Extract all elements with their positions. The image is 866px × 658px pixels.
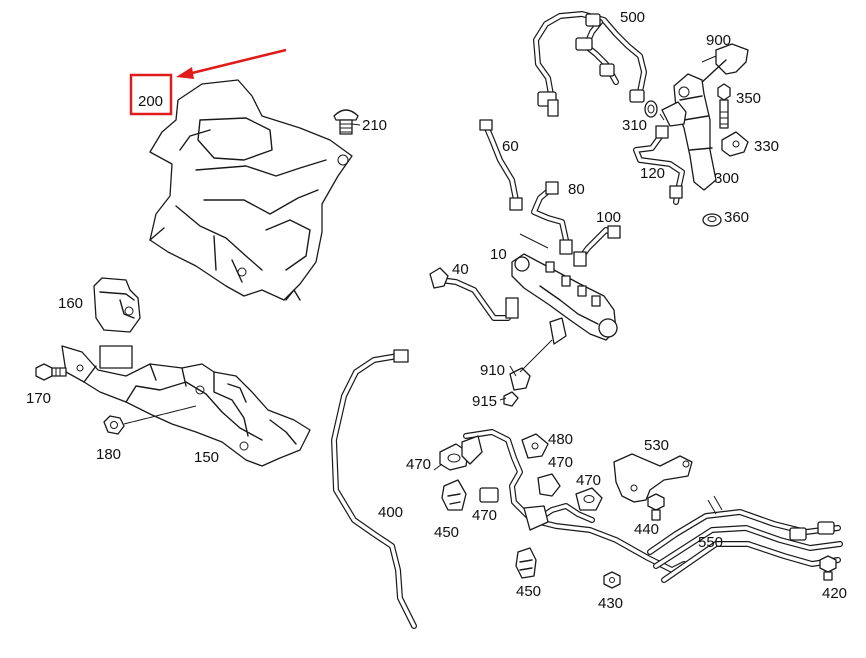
connector-450b-part[interactable] bbox=[515, 547, 537, 579]
clip-330-part[interactable] bbox=[721, 131, 749, 157]
label-430: 430 bbox=[598, 595, 623, 612]
label-470b: 470 bbox=[548, 454, 573, 471]
pipe-100-part[interactable] bbox=[573, 225, 621, 267]
label-200: 200 bbox=[138, 93, 163, 110]
label-350: 350 bbox=[736, 90, 761, 107]
label-530: 530 bbox=[644, 437, 669, 454]
clamp-470c-part[interactable] bbox=[537, 473, 561, 497]
highlight-arrow bbox=[176, 48, 287, 79]
bolt-430-part[interactable] bbox=[603, 571, 621, 589]
label-420: 420 bbox=[822, 585, 847, 602]
label-330: 330 bbox=[754, 138, 779, 155]
pipe-60-part[interactable] bbox=[479, 119, 523, 211]
label-300: 300 bbox=[714, 170, 739, 187]
bracket-part[interactable] bbox=[61, 345, 311, 467]
label-450b: 450 bbox=[516, 583, 541, 600]
part-labels: 200 210 160 170 180 150 500 900 350 310 … bbox=[26, 9, 847, 612]
label-210: 210 bbox=[362, 117, 387, 134]
label-500: 500 bbox=[620, 9, 645, 26]
seal-360-part[interactable] bbox=[702, 213, 722, 227]
label-480: 480 bbox=[548, 431, 573, 448]
label-440: 440 bbox=[634, 521, 659, 538]
label-360: 360 bbox=[724, 209, 749, 226]
pipe-40-part[interactable] bbox=[429, 267, 519, 321]
label-80: 80 bbox=[568, 181, 585, 198]
bolt-440-part[interactable] bbox=[647, 493, 665, 521]
hose-assembly-part[interactable] bbox=[461, 429, 687, 573]
sensor-block-part[interactable] bbox=[93, 277, 141, 333]
sensor-910-part[interactable] bbox=[509, 339, 553, 391]
pipe-bundle-550-part[interactable] bbox=[647, 495, 843, 583]
fuel-rail-part[interactable] bbox=[511, 253, 618, 345]
label-10: 10 bbox=[490, 246, 507, 263]
pipe-80-part[interactable] bbox=[531, 181, 573, 255]
clamp-470b-part[interactable] bbox=[479, 487, 499, 503]
label-60: 60 bbox=[502, 138, 519, 155]
pipe-120-part[interactable] bbox=[633, 125, 685, 205]
label-470c: 470 bbox=[576, 472, 601, 489]
label-170: 170 bbox=[26, 390, 51, 407]
wiring-harness-part[interactable] bbox=[533, 11, 647, 117]
label-910: 910 bbox=[480, 362, 505, 379]
label-160: 160 bbox=[58, 295, 83, 312]
screw-part[interactable] bbox=[333, 109, 359, 135]
clamp-470d-part[interactable] bbox=[575, 487, 603, 511]
bracket-530-part[interactable] bbox=[613, 453, 693, 503]
label-40: 40 bbox=[452, 261, 469, 278]
tube-400-part[interactable] bbox=[331, 349, 417, 629]
connector-450a-part[interactable] bbox=[441, 479, 467, 511]
injector-part[interactable] bbox=[661, 73, 717, 191]
bolt-420-part[interactable] bbox=[819, 555, 837, 581]
clamp-480-part[interactable] bbox=[521, 433, 549, 459]
label-915: 915 bbox=[472, 393, 497, 410]
highlight-box bbox=[129, 73, 173, 116]
label-100: 100 bbox=[596, 209, 621, 226]
clamp-470a-part[interactable] bbox=[439, 443, 469, 471]
bolt-350-part[interactable] bbox=[717, 83, 731, 129]
leader-lines bbox=[351, 55, 717, 471]
label-450a: 450 bbox=[434, 524, 459, 541]
washer-310-part[interactable] bbox=[644, 100, 658, 118]
seal-915-part[interactable] bbox=[503, 391, 519, 407]
label-550: 550 bbox=[698, 534, 723, 551]
label-150: 150 bbox=[194, 449, 219, 466]
bolt-170-part[interactable] bbox=[35, 363, 67, 381]
label-310: 310 bbox=[622, 117, 647, 134]
label-900: 900 bbox=[706, 32, 731, 49]
nut-180-part[interactable] bbox=[103, 405, 197, 435]
engine-cover-part[interactable] bbox=[149, 79, 353, 301]
label-470d: 470 bbox=[472, 507, 497, 524]
clamp-900-part[interactable] bbox=[699, 43, 749, 85]
label-180: 180 bbox=[96, 446, 121, 463]
label-120: 120 bbox=[640, 165, 665, 182]
label-470a: 470 bbox=[406, 456, 431, 473]
label-400: 400 bbox=[378, 504, 403, 521]
